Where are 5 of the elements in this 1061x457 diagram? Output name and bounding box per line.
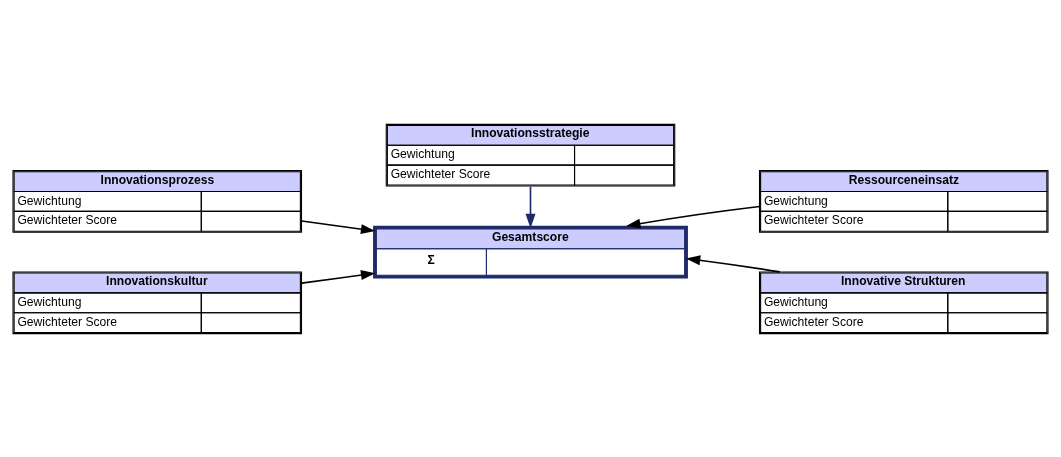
arrow [626,205,761,229]
arrow [685,254,781,273]
arrow [301,269,376,284]
arrow [525,185,536,228]
arrow [301,219,376,234]
